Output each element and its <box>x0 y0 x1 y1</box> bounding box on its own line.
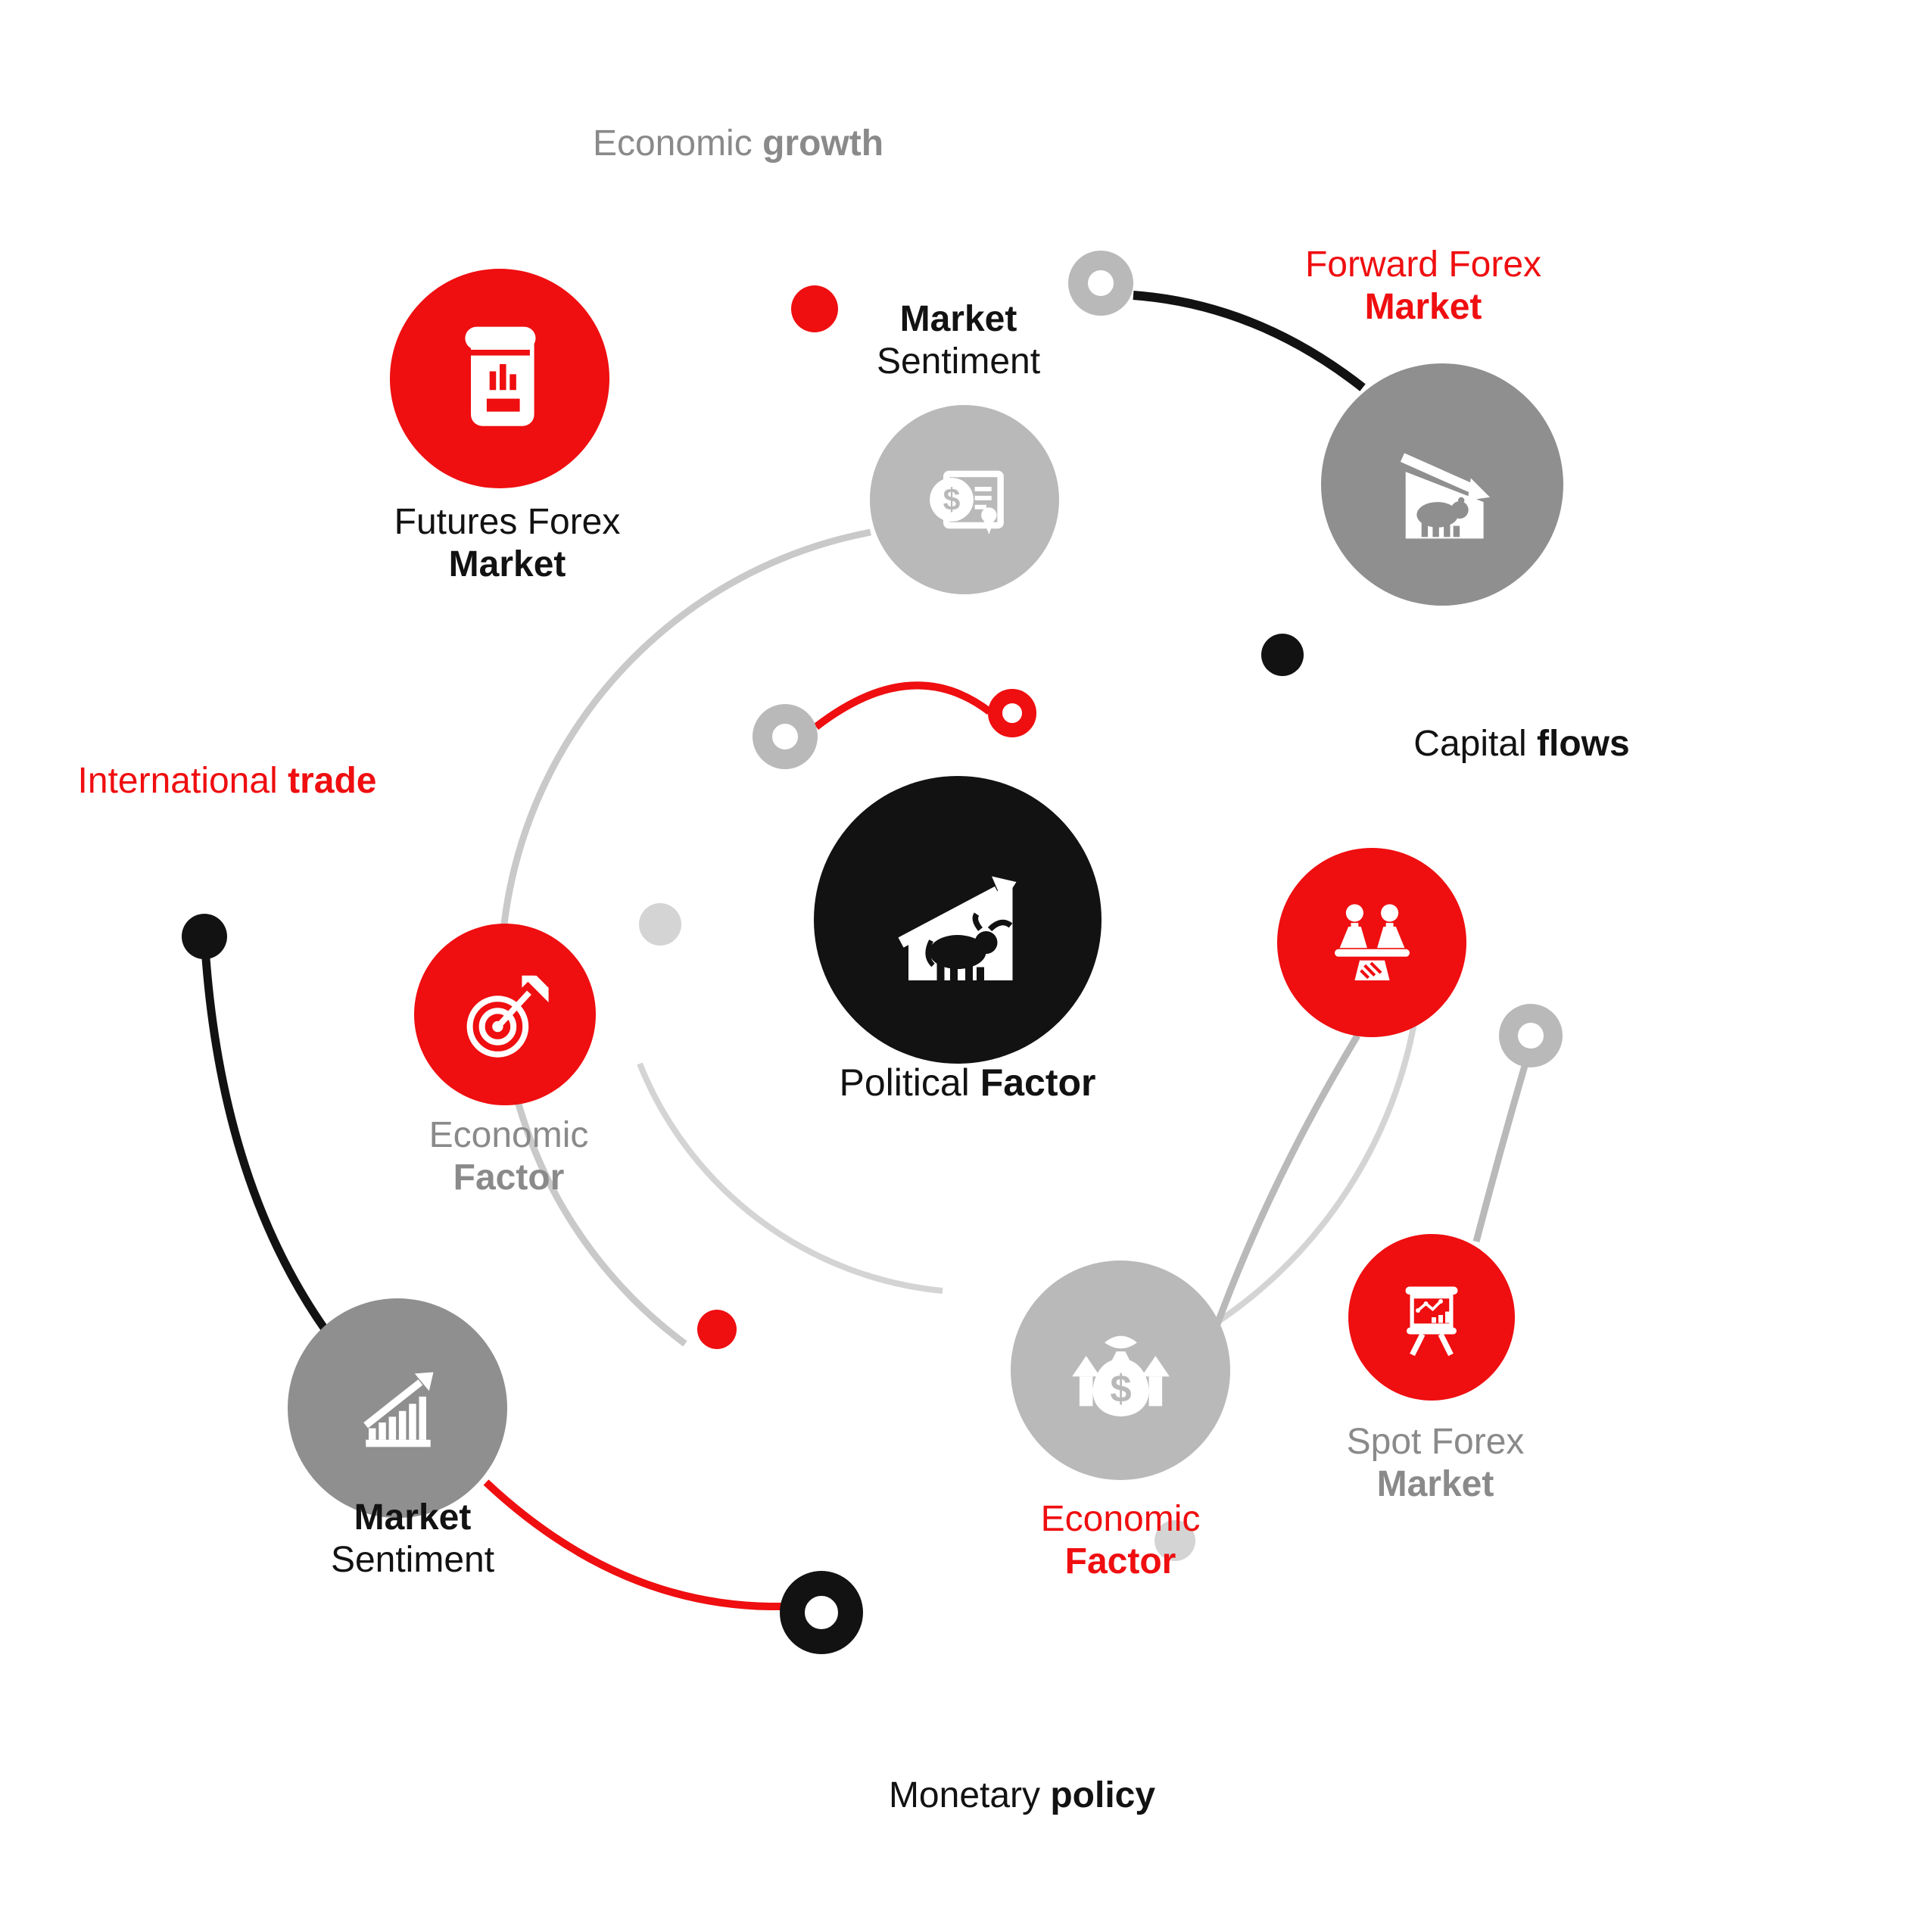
monetary-policy-regular: Monetary <box>888 1775 1051 1815</box>
market-sentiment-top-line1: Market <box>899 299 1017 339</box>
bear-decline-icon <box>1400 453 1490 539</box>
presentation-chart-icon <box>1405 1286 1458 1357</box>
forward-forex-market-label: Forward Forex Market <box>1305 244 1541 329</box>
political-factor-bold: Factor <box>980 1061 1096 1104</box>
political-factor-node <box>814 776 1102 1064</box>
political-factor-label: Political Factor <box>840 1061 1096 1104</box>
connector-ring-to-forward <box>1133 291 1366 391</box>
economic-growth-regular: Economic <box>592 123 763 164</box>
market-sentiment-bottom-line2: Sentiment <box>330 1540 495 1580</box>
market-sentiment-bottom-label: Market Sentiment <box>331 1497 494 1581</box>
svg-text:$: $ <box>943 482 961 517</box>
connector-ring-to-spot <box>1472 1064 1528 1243</box>
certificate-node: $ <box>870 405 1059 594</box>
connector-sentiment-to-black-ring <box>483 1479 782 1611</box>
capital-flows-regular: Capital <box>1413 724 1538 764</box>
futures-label-line1: Futures Forex <box>394 502 621 542</box>
black-dot-left <box>182 914 227 959</box>
spot-label-line2: Market <box>1376 1464 1494 1504</box>
forward-label-line1: Forward Forex <box>1304 245 1542 285</box>
red-dot-top <box>791 285 838 332</box>
spot-label-line1: Spot Forex <box>1346 1422 1525 1462</box>
economic-factor-target-node <box>414 924 596 1105</box>
handshake-deal-node <box>1277 848 1466 1037</box>
international-trade-label: International trade <box>78 760 377 802</box>
gray-ring-right <box>1499 1004 1563 1067</box>
futures-label-line2: Market <box>448 544 566 584</box>
international-trade-bold: trade <box>288 761 377 801</box>
spot-forex-market-label: Spot Forex Market <box>1347 1421 1525 1506</box>
economic-factor-left-line2: Factor <box>453 1158 565 1198</box>
money-bag-growth-icon: $ <box>1071 1335 1170 1416</box>
growth-bars-icon <box>363 1372 434 1447</box>
lightgray-dot-bottom <box>1155 1520 1195 1561</box>
political-factor-regular: Political <box>839 1061 980 1104</box>
capital-flows-label: Capital flows <box>1413 723 1629 765</box>
capital-flows-bold: flows <box>1537 724 1630 764</box>
forward-forex-market-node <box>1321 363 1563 606</box>
futures-forex-market-node <box>390 269 609 488</box>
economic-growth-label: Economic growth <box>593 123 883 165</box>
market-sentiment-bottom-line1: Market <box>354 1497 472 1538</box>
handshake-deal-icon <box>1334 903 1410 980</box>
market-sentiment-top-line2: Sentiment <box>876 341 1041 382</box>
monetary-policy-bold: policy <box>1050 1775 1156 1815</box>
lightgray-dot-left <box>639 903 681 946</box>
economic-factor-left-label: Economic Factor <box>429 1114 589 1199</box>
red-dot-bottom <box>697 1310 737 1349</box>
orbit-arc-right <box>1217 1014 1419 1324</box>
economic-growth-bold: growth <box>762 123 884 164</box>
economic-factor-bottom-line2: Factor <box>1064 1541 1176 1581</box>
spot-forex-market-node <box>1348 1234 1515 1401</box>
connector-handshake-to-moneybag <box>1211 1033 1360 1334</box>
bull-rise-icon <box>898 876 1017 983</box>
market-sentiment-top-label: Market Sentiment <box>877 298 1040 383</box>
red-ring-center <box>988 689 1036 737</box>
book-chart-icon <box>465 326 536 426</box>
economic-factor-left-line1: Economic <box>428 1115 589 1155</box>
svg-text:$: $ <box>1110 1366 1131 1410</box>
market-sentiment-node <box>288 1298 507 1518</box>
black-dot-right <box>1261 634 1304 676</box>
gray-ring-left <box>753 704 818 769</box>
economic-factor-bottom-label: Economic Factor <box>1041 1498 1201 1583</box>
black-ring-bottom <box>780 1571 863 1654</box>
forward-label-line2: Market <box>1364 287 1482 327</box>
orbit-arc-left <box>497 528 871 1347</box>
connector-red-rings <box>813 681 992 730</box>
economic-factor-bottom-line1: Economic <box>1040 1499 1201 1539</box>
futures-forex-market-label: Futures Forex Market <box>394 501 621 586</box>
economic-factor-moneybag-node: $ <box>1011 1260 1230 1480</box>
certificate-dollar-icon: $ <box>930 470 1004 534</box>
connector-dot-to-sentiment <box>201 958 329 1333</box>
international-trade-regular: International <box>77 761 288 801</box>
monetary-policy-label: Monetary policy <box>889 1775 1155 1817</box>
orbit-arc-bottom <box>637 1062 943 1294</box>
target-dart-icon <box>466 975 549 1058</box>
gray-ring-top <box>1068 251 1133 316</box>
